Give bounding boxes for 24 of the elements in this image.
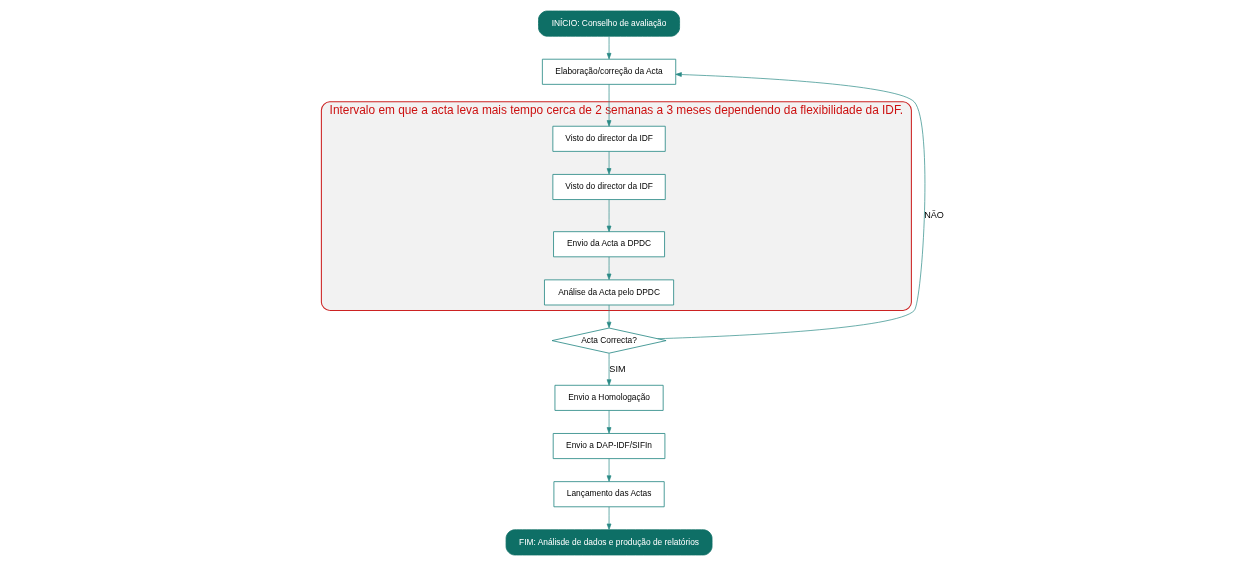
node-box: FIM: Análisde de dados e produção de relatórios (505, 529, 712, 556)
arrow (606, 410, 611, 434)
edge-label: SIM (608, 363, 625, 374)
node-box: Visto do director da IDF (551, 174, 666, 200)
node-box: Lançamento das Actas (552, 481, 665, 508)
node-box: Envio da Acta a DPDC (552, 231, 665, 258)
arrow (606, 256, 611, 280)
arrow (606, 84, 611, 127)
node-box: Elaboração/correção da Acta (541, 58, 676, 85)
node-box: Análise da Acta pelo DPDC (543, 279, 674, 306)
node-box: Envio a DAP-IDF/SIFIn (552, 433, 665, 460)
edge-label: NÃO (923, 209, 944, 220)
node-box: Envio a Homologação (554, 384, 664, 411)
arrow (656, 72, 925, 340)
arrow (606, 151, 611, 175)
node-box: INÍCIO: Conselho de avaliação (537, 10, 680, 37)
arrow (606, 458, 611, 482)
arrow (606, 353, 611, 386)
node-box: Visto do director da IDF (551, 125, 666, 152)
arrow (606, 199, 611, 232)
node-diamond: Acta Correcta? (551, 327, 666, 354)
arrow (606, 506, 611, 530)
arrow (606, 304, 611, 329)
arrow (606, 36, 611, 60)
